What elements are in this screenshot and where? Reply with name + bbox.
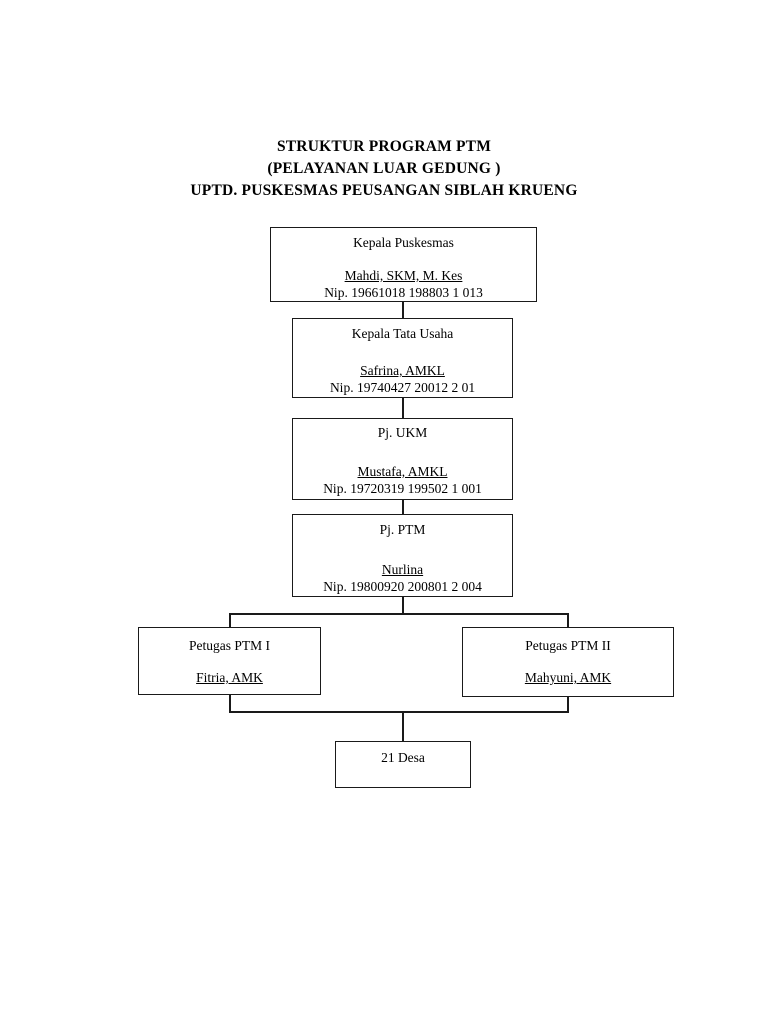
node-kepala-tata-usaha: Kepala Tata Usaha Safrina, AMKL Nip. 197… <box>292 318 513 398</box>
node-person-name: Nurlina <box>381 562 424 577</box>
node-role-label: 21 Desa <box>381 750 425 765</box>
node-nip: Nip. 19661018 198803 1 013 <box>324 285 483 300</box>
connector-split-to-petugas-2 <box>567 613 569 628</box>
node-petugas-ptm-1: Petugas PTM I Fitria, AMK <box>138 627 321 695</box>
connector-pj-ukm-to-pj-ptm <box>402 499 404 515</box>
node-nip: Nip. 19740427 20012 2 01 <box>329 380 476 395</box>
node-role-label: Pj. PTM <box>379 522 426 537</box>
node-nip: Nip. 19800920 200801 2 004 <box>323 579 482 594</box>
node-role-label: Kepala Tata Usaha <box>351 326 454 341</box>
connector-pj-ptm-stub <box>402 596 404 614</box>
title-line-2: (PELAYANAN LUAR GEDUNG ) <box>267 160 501 177</box>
connector-merge-bar <box>229 711 569 713</box>
node-person-name: Fitria, AMK <box>196 670 263 685</box>
node-person-name: Mahdi, SKM, M. Kes <box>344 268 463 283</box>
connector-petugas-2-to-merge <box>567 696 569 713</box>
node-pj-ptm: Pj. PTM Nurlina Nip. 19800920 200801 2 0… <box>292 514 513 597</box>
node-role-label: Petugas PTM I <box>189 638 270 653</box>
node-nip: Nip. 19720319 199502 1 001 <box>323 481 482 496</box>
title-line-1: STRUKTUR PROGRAM PTM <box>276 138 492 155</box>
connector-merge-to-desa <box>402 711 404 742</box>
node-pj-ukm: Pj. UKM Mustafa, AMKL Nip. 19720319 1995… <box>292 418 513 500</box>
node-petugas-ptm-2: Petugas PTM II Mahyuni, AMK <box>462 627 674 697</box>
node-role-label: Petugas PTM II <box>525 638 611 653</box>
connector-petugas-1-to-merge <box>229 694 231 713</box>
connector-tata-usaha-to-pj-ukm <box>402 397 404 419</box>
node-desa: 21 Desa <box>335 741 471 788</box>
title-line-3: UPTD. PUSKESMAS PEUSANGAN SIBLAH KRUENG <box>190 182 578 199</box>
node-person-name: Mahyuni, AMK <box>524 670 612 685</box>
node-role-label: Pj. UKM <box>377 425 428 440</box>
node-kepala-puskesmas: Kepala Puskesmas Mahdi, SKM, M. Kes Nip.… <box>270 227 537 302</box>
node-person-name: Mustafa, AMKL <box>357 464 448 479</box>
page-title: STRUKTUR PROGRAM PTM (PELAYANAN LUAR GED… <box>0 136 768 202</box>
connector-puskesmas-to-tata-usaha <box>402 301 404 319</box>
connector-split-to-petugas-1 <box>229 613 231 628</box>
node-role-label: Kepala Puskesmas <box>353 235 454 250</box>
connector-split-bar <box>229 613 569 615</box>
node-person-name: Safrina, AMKL <box>360 363 445 378</box>
